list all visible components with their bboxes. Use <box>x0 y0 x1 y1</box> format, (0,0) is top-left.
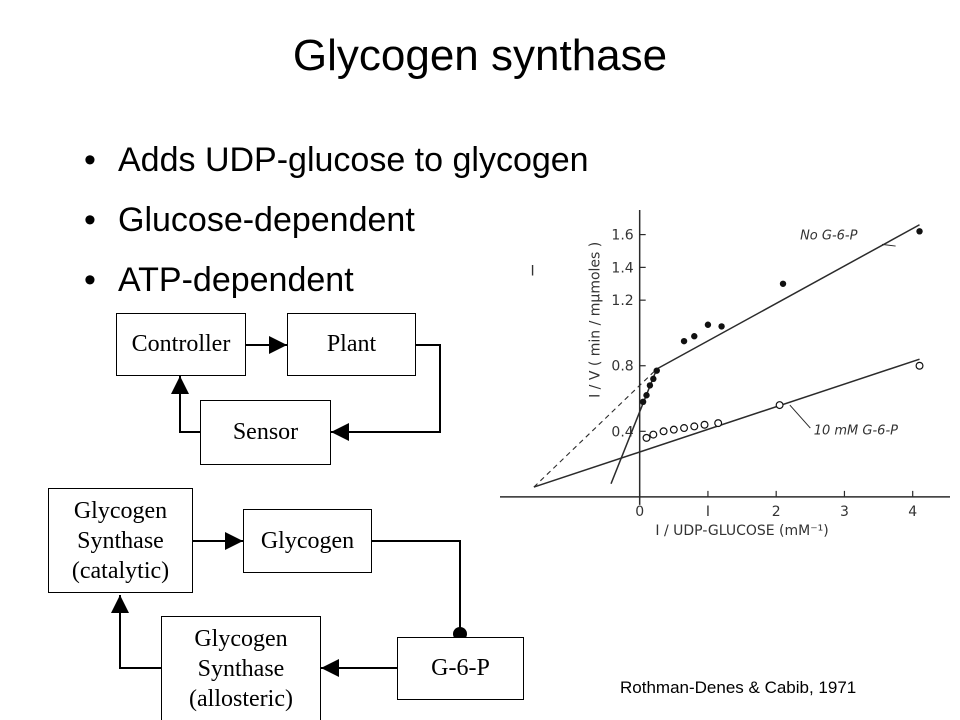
series-label-10mm-g6p: 10 mM G-6-P <box>814 424 898 439</box>
data-point-open <box>680 424 689 433</box>
data-point-filled <box>704 321 712 328</box>
bullet-list: • Adds UDP-glucose to glycogen • Glucose-d… <box>84 130 589 310</box>
series-label-no-g6p: No G-6-P <box>800 229 858 244</box>
glycogen-to-g6p-line <box>372 540 461 630</box>
bullet-icon: • <box>84 141 96 179</box>
plant-box: Plant <box>287 313 416 376</box>
data-point-filled <box>718 323 725 330</box>
data-point-open <box>649 430 658 439</box>
allosteric-to-catalytic-arrow <box>111 595 161 669</box>
data-point-open <box>642 433 651 442</box>
data-point-filled <box>779 280 787 287</box>
y-tick-label: 0.8 <box>611 359 633 375</box>
data-point-filled <box>691 333 698 340</box>
y-tick-label: 1.2 <box>611 293 633 309</box>
bullet-icon: • <box>84 261 96 299</box>
data-point-filled <box>916 228 923 235</box>
fit-line <box>533 358 920 488</box>
data-point-open <box>700 420 709 429</box>
citation: Rothman-Denes & Cabib, 1971 <box>620 678 857 697</box>
data-point-filled <box>639 398 647 406</box>
bullet-item: • ATP-dependent <box>84 250 589 310</box>
y-tick-label: 1.6 <box>611 228 633 244</box>
allosteric-line-3: (allosteric) <box>189 685 293 712</box>
glycogen-box: Glycogen <box>243 509 372 573</box>
bullet-text: Adds UDP-glucose to glycogen <box>118 141 589 179</box>
data-point-open <box>915 361 924 370</box>
y-tick-label: 0.4 <box>611 424 633 440</box>
data-point-open <box>669 425 678 434</box>
slide-title: Glycogen synthase <box>292 31 668 80</box>
x-tick-label: 2 <box>772 504 781 520</box>
data-point-filled <box>650 375 657 383</box>
x-tick-label: I <box>706 504 710 520</box>
data-point-open <box>690 422 699 431</box>
catalytic-line-3: (catalytic) <box>71 557 170 584</box>
sensor-to-controller-arrow <box>171 376 200 433</box>
bullet-text: Glucose-dependent <box>118 201 415 239</box>
data-point-filled <box>643 392 650 399</box>
data-point-filled <box>680 337 688 345</box>
bullet-text: ATP-dependent <box>118 261 354 299</box>
y-axis-label: I / V ( min / mμmoles ) <box>588 242 604 398</box>
plant-to-sensor-arrow <box>331 344 441 441</box>
data-point-open <box>659 427 668 436</box>
bullet-icon: • <box>84 201 96 239</box>
catalytic-line-2: Synthase <box>77 527 164 554</box>
controller-box: Controller <box>116 313 246 376</box>
catalytic-synthase-box: Glycogen Synthase (catalytic) <box>48 488 193 593</box>
series-label-leader <box>789 404 811 429</box>
x-axis-label: I / UDP-GLUCOSE (mM⁻¹) <box>655 523 828 539</box>
data-point-open <box>775 401 784 410</box>
data-point-filled <box>646 382 654 389</box>
sensor-box: Sensor <box>200 400 331 465</box>
allosteric-line-2: Synthase <box>197 655 285 682</box>
x-tick-label: 3 <box>840 504 849 520</box>
panel-label: I <box>530 264 534 280</box>
fit-line <box>656 224 920 370</box>
data-point-open <box>714 419 723 428</box>
catalytic-line-1: Glycogen <box>73 497 168 524</box>
allosteric-line-1: Glycogen <box>194 625 288 652</box>
dashed-extrapolation-line <box>533 368 658 488</box>
bullet-item: • Glucose-dependent <box>84 190 589 250</box>
data-point-filled <box>653 367 660 374</box>
g6p-box: G-6-P <box>397 637 524 700</box>
series-label-leader <box>881 243 896 247</box>
allosteric-synthase-box: Glycogen Synthase (allosteric) <box>161 616 321 720</box>
lineweaver-burk-plot: 0 I 2 3 4 0.4 0.8 1.2 1.4 1.6 I / UDP-GLUCOSE (mM⁻… <box>500 210 950 539</box>
x-tick-label: 0 <box>635 504 644 520</box>
bullet-item: • Adds UDP-glucose to glycogen <box>84 130 589 190</box>
y-tick-label: 1.4 <box>611 260 633 276</box>
x-tick-label: 4 <box>908 504 917 520</box>
